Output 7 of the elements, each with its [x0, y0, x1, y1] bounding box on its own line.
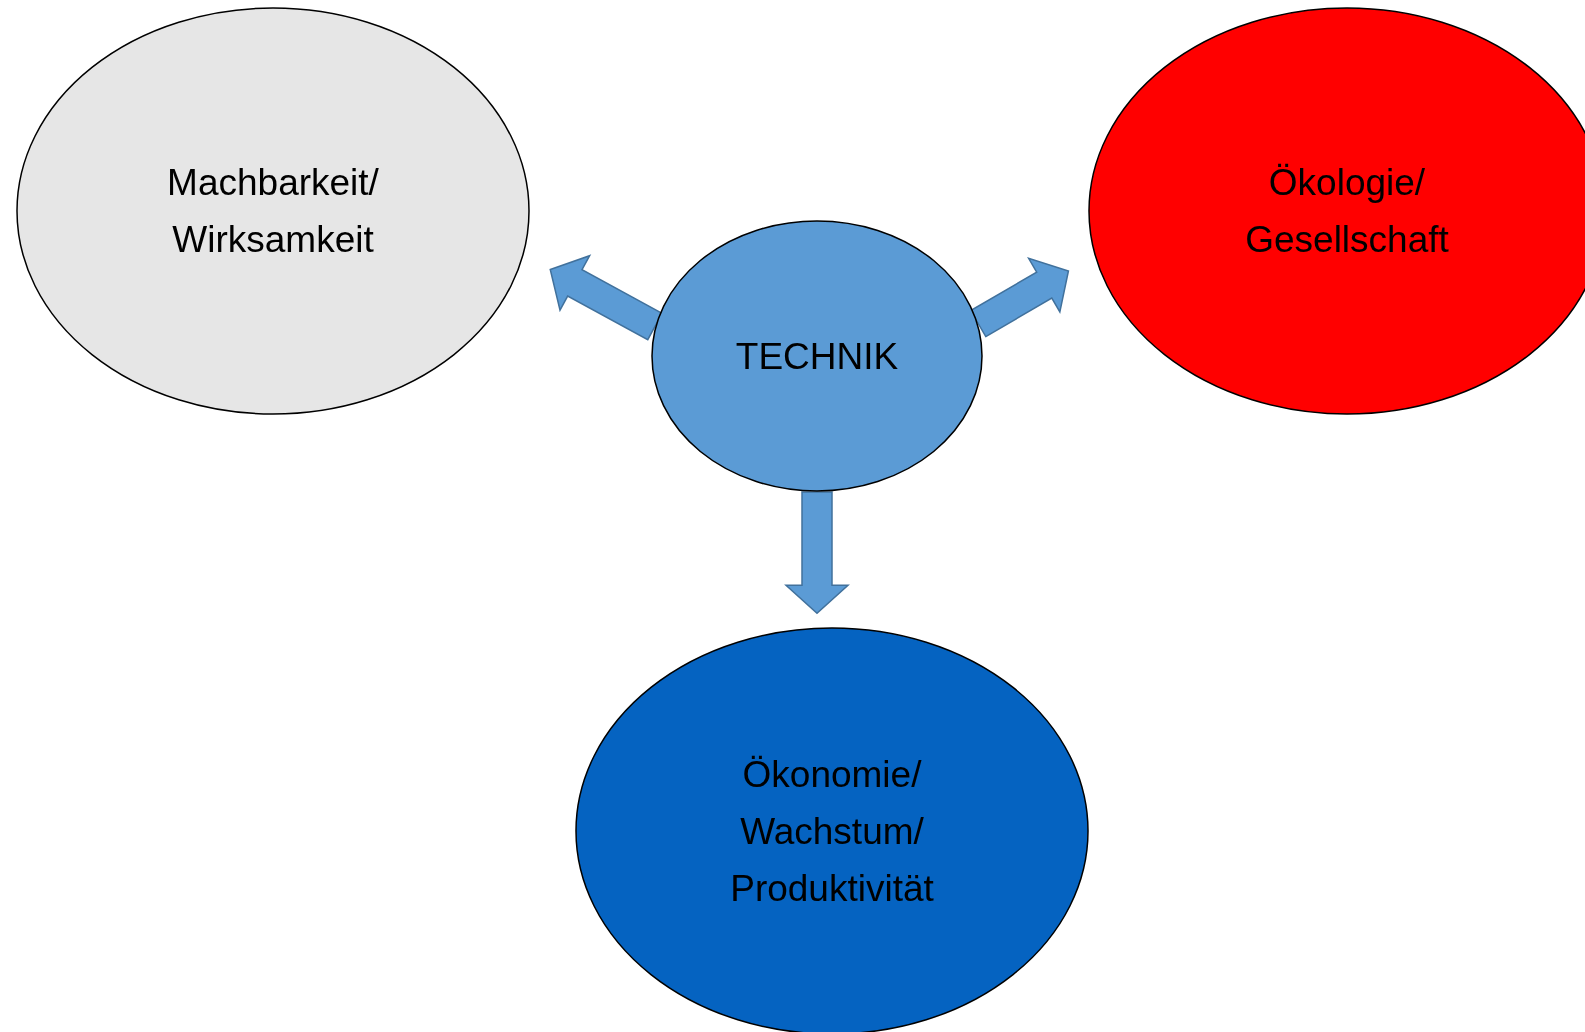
node-label: Machbarkeit/ Wirksamkeit [166, 161, 380, 262]
node-label: Ökonomie/ Wachstum/ Produktivität [729, 752, 935, 911]
node-label: TECHNIK [734, 334, 900, 379]
ellipse-node [651, 220, 983, 492]
node-label: Ökologie/ Gesellschaft [1244, 161, 1450, 262]
ellipse-node [16, 7, 530, 415]
block-arrow [784, 491, 850, 615]
